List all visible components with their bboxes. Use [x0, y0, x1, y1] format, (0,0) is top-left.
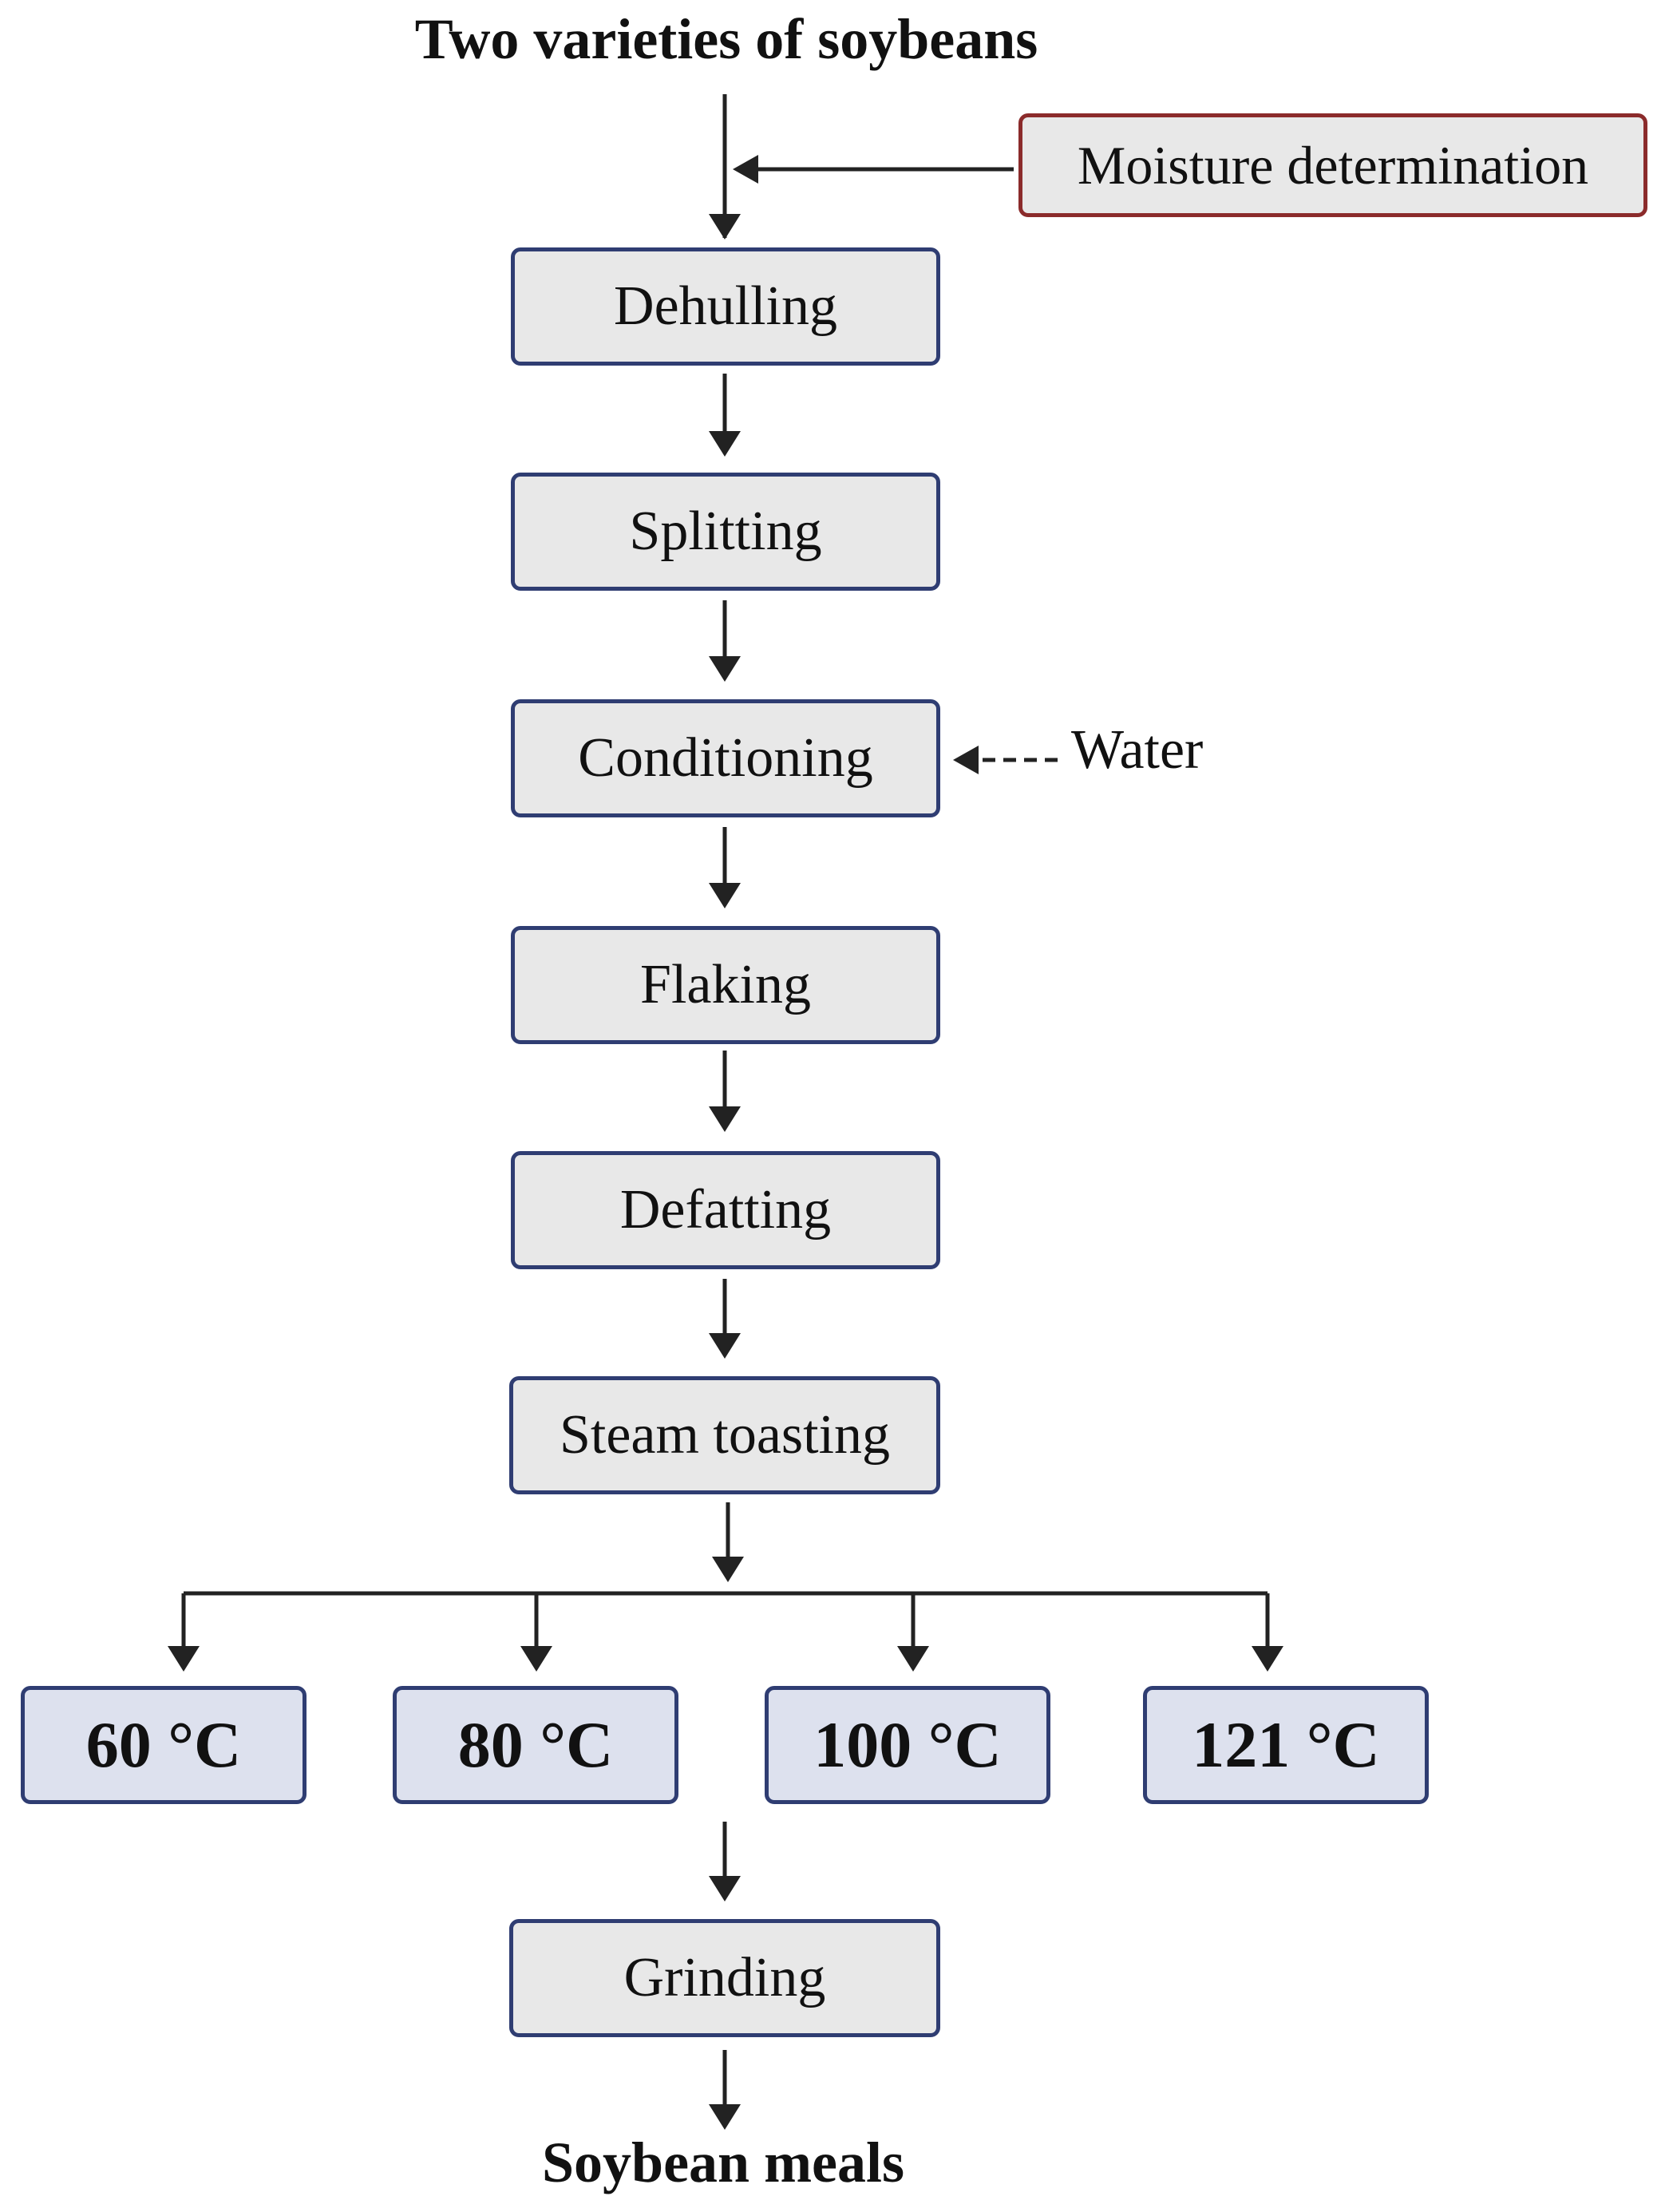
temp-label-80: 80 °C: [457, 1708, 614, 1781]
input-label: Two varieties of soybeans: [414, 7, 1038, 71]
step-grinding: Grinding: [509, 1919, 940, 2037]
step-flaking-label: Flaking: [640, 954, 811, 1015]
step-steam-toasting-label: Steam toasting: [559, 1404, 891, 1466]
temp-label-60: 60 °C: [85, 1708, 242, 1781]
step-splitting-label: Splitting: [629, 501, 822, 562]
step-conditioning-label: Conditioning: [578, 727, 873, 789]
step-defatting: Defatting: [511, 1151, 940, 1269]
step-defatting-label: Defatting: [619, 1179, 832, 1241]
step-splitting: Splitting: [511, 473, 940, 591]
step-dehulling: Dehulling: [511, 247, 940, 366]
temp-box-80: 80 °C: [393, 1686, 678, 1804]
temp-box-60: 60 °C: [21, 1686, 307, 1804]
step-steam-toasting: Steam toasting: [509, 1376, 940, 1494]
step-grinding-label: Grinding: [623, 1947, 826, 2008]
step-flaking: Flaking: [511, 926, 940, 1044]
temp-box-121: 121 °C: [1143, 1686, 1429, 1804]
temp-label-100: 100 °C: [813, 1708, 1002, 1781]
temp-label-121: 121 °C: [1192, 1708, 1380, 1781]
moisture-determination-box: Moisture determination: [1018, 113, 1647, 217]
temp-box-100: 100 °C: [765, 1686, 1050, 1804]
moisture-determination-label: Moisture determination: [1077, 134, 1589, 196]
output-label: Soybean meals: [541, 2131, 905, 2194]
step-dehulling-label: Dehulling: [614, 275, 837, 337]
step-conditioning: Conditioning: [511, 699, 940, 817]
water-label: Water: [1071, 719, 1204, 781]
